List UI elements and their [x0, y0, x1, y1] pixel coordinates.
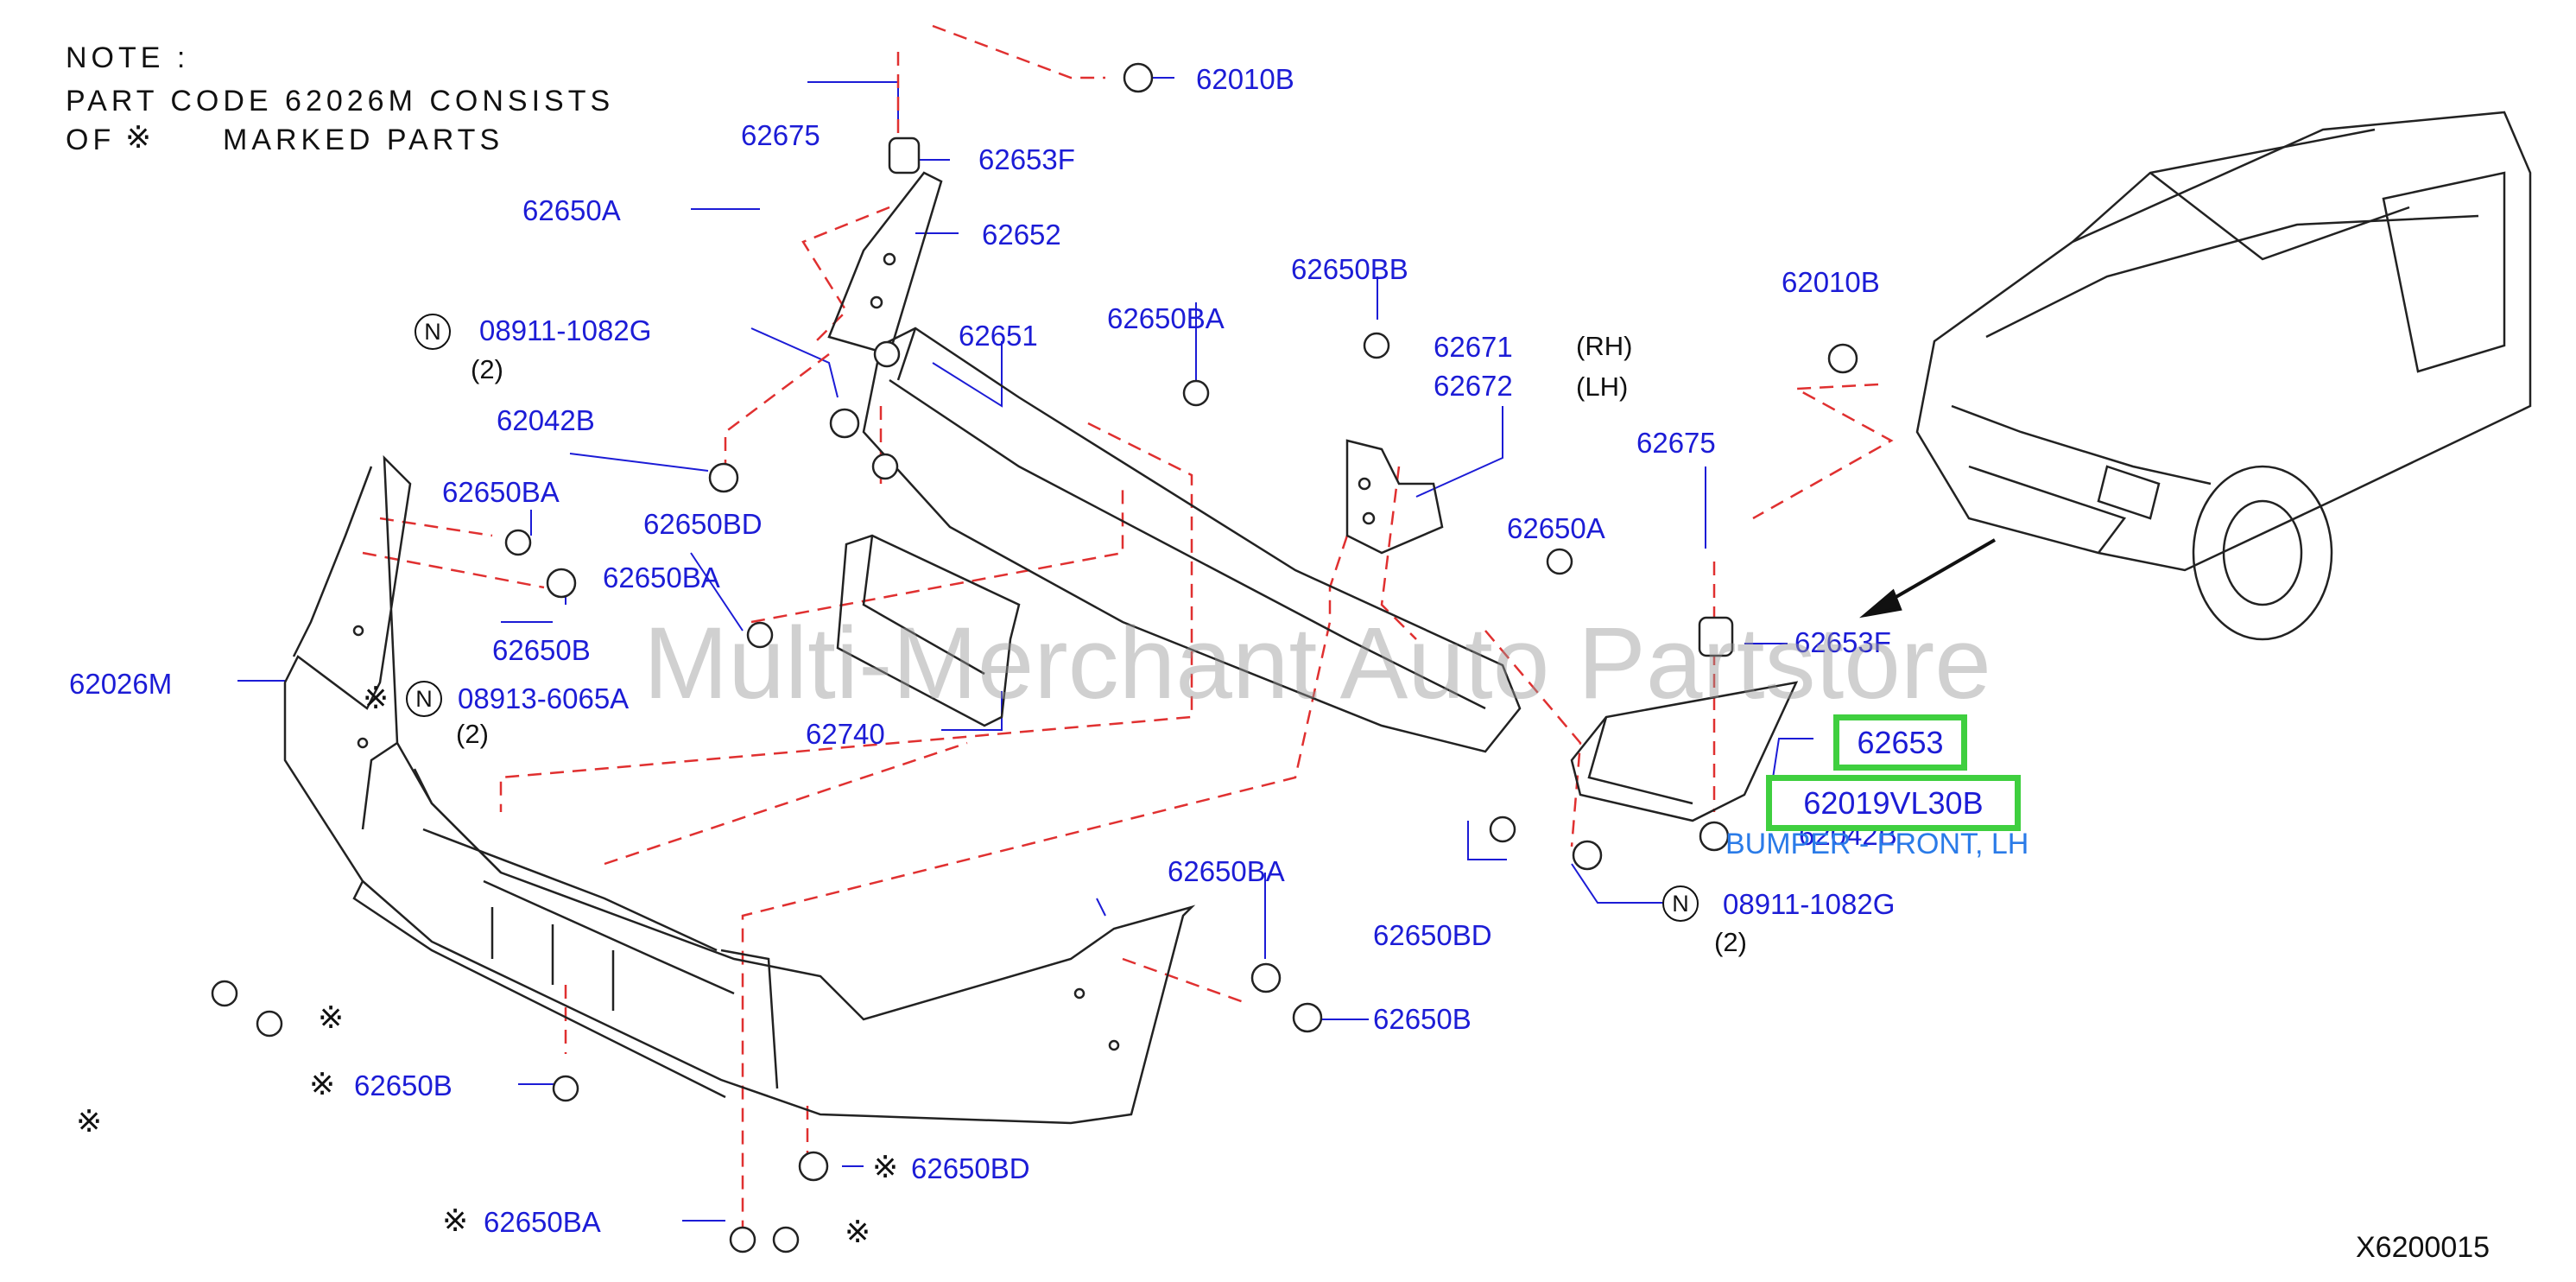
diagram-code: X6200015: [2356, 1231, 2491, 1264]
direction-arrow: [1859, 538, 1996, 619]
part-label-62650BA-low[interactable]: 62650BA: [1168, 855, 1285, 887]
part-label-62675-right[interactable]: 62675: [1636, 427, 1716, 459]
part-description: BUMPER - FRONT, LH: [1725, 828, 2029, 860]
vehicle-outline: [1915, 111, 2532, 641]
side-rh: (RH): [1576, 331, 1633, 361]
part-label-62010B-top[interactable]: 62010B: [1196, 63, 1294, 95]
part-label-62650BA-left2[interactable]: 62650BA: [603, 562, 720, 593]
asterisk-mark: ※: [442, 1203, 469, 1238]
part-label-62650BA-left[interactable]: 62650BA: [442, 476, 560, 508]
part-label-62650B-bottom[interactable]: 62650B: [354, 1069, 453, 1101]
note-marked-parts: MARKED PARTS: [223, 124, 504, 156]
part-label-62653F-right[interactable]: 62653F: [1794, 626, 1891, 658]
part-label-62650BD-low[interactable]: 62650BD: [1373, 919, 1492, 951]
part-label-62650BD-bottom[interactable]: 62650BD: [911, 1152, 1030, 1184]
leader-lines: [237, 77, 1813, 1222]
note-consists-of: OF: [66, 124, 116, 156]
quantity-08911-low: (2): [1714, 927, 1747, 957]
mount-bracket: [1345, 439, 1444, 555]
n-symbol: N: [1662, 885, 1699, 922]
corner-extension: [1570, 681, 1799, 822]
part-label-08911-top[interactable]: 08911-1082G: [479, 314, 652, 346]
bumper-fascia: [283, 454, 1196, 1125]
part-label-62672[interactable]: 62672: [1434, 370, 1513, 402]
small-hardware: [211, 62, 1858, 1253]
note-part-code: PART CODE 62026M CONSISTS: [66, 85, 615, 117]
part-label-08911-low[interactable]: 08911-1082G: [1723, 888, 1896, 920]
part-label-62650B-left[interactable]: 62650B: [492, 634, 591, 666]
asterisk-mark: ※: [318, 1000, 345, 1035]
asterisk-mark: ※: [309, 1066, 336, 1101]
asterisk-mark: ※: [125, 119, 152, 155]
part-label-62042B[interactable]: 62042B: [497, 404, 595, 436]
part-label-62650BA-bottom[interactable]: 62650BA: [484, 1206, 601, 1238]
part-label-62650A-right[interactable]: 62650A: [1507, 512, 1605, 544]
part-label-62650A-left[interactable]: 62650A: [522, 194, 621, 226]
highlighted-part-62653[interactable]: 62653: [1833, 714, 1967, 771]
part-label-62740[interactable]: 62740: [806, 718, 885, 750]
part-label-62650B-right[interactable]: 62650B: [1373, 1003, 1472, 1035]
part-label-62671[interactable]: 62671: [1434, 331, 1513, 363]
asterisk-mark: ※: [363, 680, 389, 715]
part-label-62652[interactable]: 62652: [982, 219, 1061, 251]
part-label-62651[interactable]: 62651: [959, 320, 1038, 352]
part-label-62026M[interactable]: 62026M: [69, 668, 173, 700]
n-symbol: N: [415, 314, 451, 350]
dashed-assembly-lines: [362, 24, 1894, 1227]
quantity-08911-top: (2): [471, 354, 503, 384]
part-label-62010B-right[interactable]: 62010B: [1782, 266, 1880, 298]
asterisk-mark: ※: [845, 1214, 871, 1249]
asterisk-mark: ※: [76, 1103, 103, 1139]
highlighted-part-62019VL30B[interactable]: 62019VL30B: [1766, 775, 2021, 831]
energy-absorber: [836, 534, 1021, 727]
part-label-62675-top[interactable]: 62675: [741, 119, 820, 151]
part-label-62653F-top[interactable]: 62653F: [978, 143, 1075, 175]
quantity-08913: (2): [456, 719, 489, 749]
n-symbol: N: [406, 681, 442, 717]
asterisk-mark: ※: [872, 1149, 899, 1184]
side-bracket: [827, 171, 943, 356]
part-label-08913[interactable]: 08913-6065A: [458, 682, 630, 714]
reinforcement-beam: [862, 327, 1522, 753]
note-title: NOTE :: [66, 41, 190, 74]
side-lh: (LH): [1576, 371, 1629, 402]
part-label-62650BA-mid[interactable]: 62650BA: [1107, 302, 1225, 334]
part-label-62650BB[interactable]: 62650BB: [1291, 253, 1408, 285]
part-label-62650BD-upper[interactable]: 62650BD: [643, 508, 763, 540]
